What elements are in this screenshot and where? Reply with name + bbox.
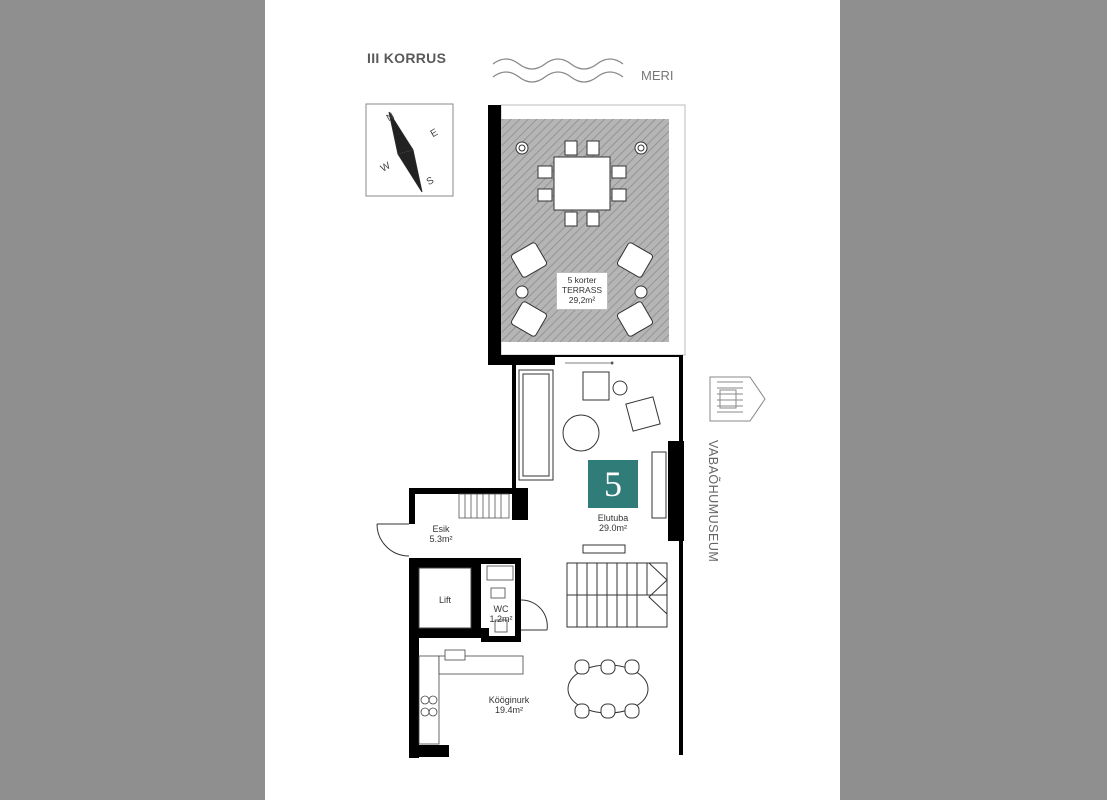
floor-title: III KORRUS bbox=[367, 50, 447, 66]
terrace-line1: 5 korter bbox=[567, 275, 597, 285]
terrace-line2: TERRASS bbox=[561, 285, 603, 295]
apartment-number-badge: 5 bbox=[588, 460, 638, 508]
terrace-label: 5 korter TERRASS 29,2m² bbox=[556, 272, 608, 310]
room-wc-area: 1.2m² bbox=[489, 614, 513, 624]
compass-icon bbox=[365, 103, 454, 197]
small-stairs bbox=[458, 493, 510, 519]
wc-fixtures bbox=[486, 565, 514, 633]
floor-plan-page: III KORRUS MERI VABAÕHUMUSEUM bbox=[265, 0, 840, 800]
room-kitchen: Kööginurk 19.4m² bbox=[477, 695, 541, 715]
museum-label: VABAÕHUMUSEUM bbox=[706, 440, 720, 563]
dining-table bbox=[567, 659, 649, 719]
room-living-name: Elutuba bbox=[597, 513, 629, 523]
living-furniture bbox=[518, 369, 667, 519]
main-stairs bbox=[566, 544, 668, 628]
room-kitchen-name: Kööginurk bbox=[488, 695, 530, 705]
room-kitchen-area: 19.4m² bbox=[494, 705, 523, 715]
room-living-area: 29.0m² bbox=[598, 523, 627, 533]
sea-waves-icon bbox=[492, 58, 624, 83]
apartment-walls bbox=[409, 355, 684, 758]
room-wc-name: WC bbox=[493, 604, 509, 614]
terrace-area bbox=[488, 104, 686, 365]
terrace-area: 29,2m² bbox=[568, 295, 596, 305]
museum-building-icon bbox=[709, 376, 766, 422]
floor-plan-drawing bbox=[365, 58, 766, 758]
room-entrance-name: Esik bbox=[432, 524, 450, 534]
room-entrance-area: 5.3m² bbox=[429, 534, 453, 544]
room-entrance: Esik 5.3m² bbox=[415, 524, 467, 544]
room-lift-name: Lift bbox=[438, 595, 451, 605]
room-lift: Lift bbox=[425, 595, 465, 605]
room-living: Elutuba 29.0m² bbox=[578, 513, 648, 533]
kitchen-counters bbox=[418, 649, 524, 745]
wc-door bbox=[520, 599, 548, 631]
entrance-door bbox=[376, 523, 410, 557]
sea-label: MERI bbox=[641, 68, 674, 83]
room-wc: WC 1.2m² bbox=[483, 604, 519, 624]
